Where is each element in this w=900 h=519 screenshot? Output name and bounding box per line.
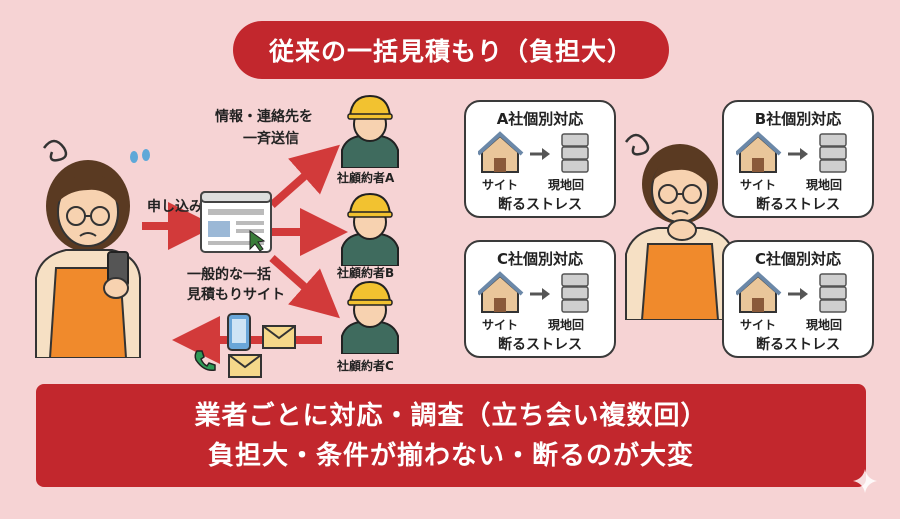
bubble-c-right-site-label: サイト (740, 318, 777, 332)
contractor-a-label: 社顧約者A (337, 171, 395, 185)
site-label-line1: 一般的な一括 (187, 267, 271, 283)
house-to-server-icon (478, 131, 589, 173)
bubble-c-right-title: C社個別対応 (754, 250, 841, 268)
envelope-icon-2 (228, 354, 262, 378)
contractor-c-label: 社顧約者C (337, 359, 394, 373)
bubble-c-left-stress-label: 断るストレス (498, 337, 582, 353)
sweat-drops-icon (130, 149, 150, 163)
stressed-woman-illustration (624, 133, 735, 320)
bubble-b: B社個別対応 サイト 現地回 断るストレス (722, 100, 874, 218)
bubble-a: A社個別対応 サイト 現地回 断るストレス (464, 100, 616, 218)
bubble-c-left-field-label: 現地回 (548, 318, 585, 332)
bubble-b-field-label: 現地回 (806, 178, 843, 192)
broadcast-label-line2: 一斉送信 (243, 131, 299, 147)
estimate-site-window-icon (200, 191, 272, 253)
bubble-b-stress-label: 断るストレス (756, 197, 840, 213)
woman-with-phone-illustration (35, 139, 141, 358)
envelope-icon (262, 325, 296, 349)
arrow-to-contractor-a (269, 144, 340, 208)
apply-label: 申し込み (147, 199, 203, 215)
house-to-server-icon (478, 271, 589, 313)
contractor-b-worker-icon (341, 192, 399, 266)
contractor-c-worker-icon (341, 280, 399, 354)
summary-line-2: 負担大・条件が揃わない・断るのが大変 (207, 440, 694, 471)
site-label-line2: 見積もりサイト (187, 287, 285, 303)
bubble-a-site-label: サイト (482, 178, 519, 192)
contractor-a-worker-icon (341, 94, 399, 168)
bubble-c-right: C社個別対応 サイト 現地回 断るストレス (722, 240, 874, 358)
bubble-a-title: A社個別対応 (496, 110, 584, 128)
bubble-c-right-stress-label: 断るストレス (756, 337, 840, 353)
bubble-c-right-field-label: 現地回 (806, 318, 843, 332)
bubble-a-stress-label: 断るストレス (498, 197, 582, 213)
page-title: 従来の一括見積もり（負担大） (233, 21, 669, 79)
phone-call-icon (194, 350, 216, 372)
summary-banner: 業者ごとに対応・調査（立ち会い複数回） 負担大・条件が揃わない・断るのが大変 (36, 384, 866, 487)
bubble-a-field-label: 現地回 (548, 178, 585, 192)
bubble-c-left: C社個別対応 サイト 現地回 断るストレス (464, 240, 616, 358)
sparkle-icon (853, 469, 877, 493)
broadcast-label-line1: 情報・連絡先を (215, 109, 313, 125)
bubble-b-site-label: サイト (740, 178, 777, 192)
house-to-server-icon (736, 131, 847, 173)
contractor-b-label: 社顧約者B (337, 266, 395, 280)
summary-line-1: 業者ごとに対応・調査（立ち会い複数回） (194, 400, 708, 431)
smartphone-icon (227, 313, 251, 351)
house-to-server-icon (736, 271, 847, 313)
bubble-c-left-title: C社個別対応 (496, 250, 583, 268)
arrow-to-contractor-c (269, 255, 340, 319)
bubble-b-title: B社個別対応 (754, 110, 842, 128)
bubble-c-left-site-label: サイト (482, 318, 519, 332)
